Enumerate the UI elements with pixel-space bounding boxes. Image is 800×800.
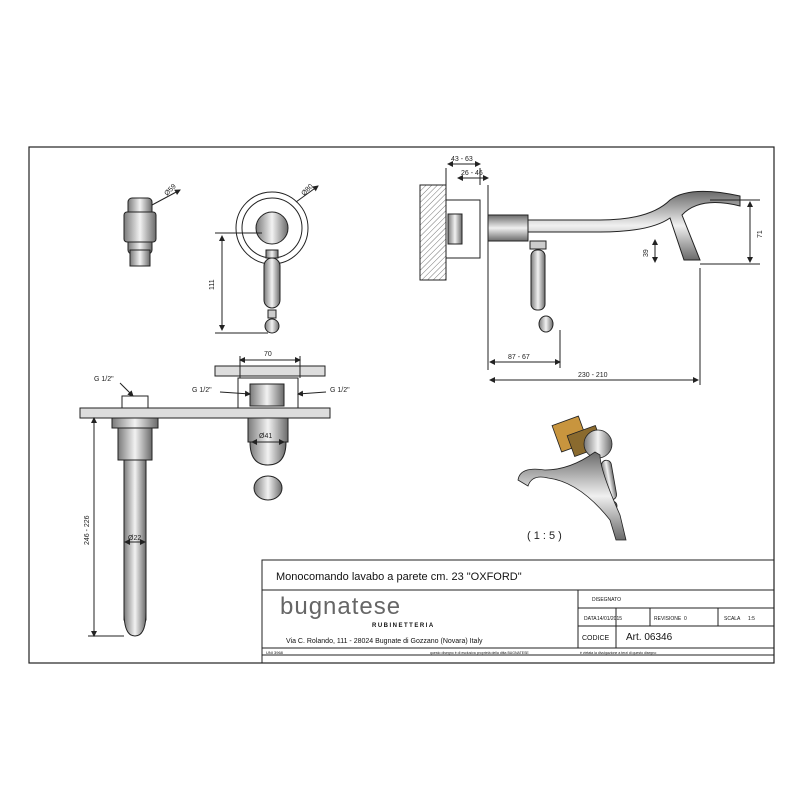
uni-label: UNI 3968 <box>266 650 284 655</box>
dim-39: 39 <box>643 249 650 257</box>
isometric-render <box>517 415 627 541</box>
footer-note-2: è vietata la divulgazione a terzi di que… <box>580 651 656 655</box>
dim-g-mid: G 1/2" <box>192 387 212 394</box>
side-knob-view <box>123 189 181 267</box>
scale-label: ( 1 : 5 ) <box>527 530 562 542</box>
title-block <box>261 559 775 664</box>
scala-value: 1:5 <box>748 616 755 622</box>
company-address: Via C. Rolando, 111 - 28024 Bugnate di G… <box>286 638 483 645</box>
dim-111: 111 <box>209 279 216 290</box>
data-label: DATA <box>584 616 597 622</box>
dim-230-210: 230 - 210 <box>578 372 608 379</box>
codice-label: CODICE <box>582 635 610 642</box>
front-knob-view <box>215 185 319 334</box>
dim-26-46: 26 - 46 <box>461 170 483 177</box>
dim-43-63: 43 - 63 <box>451 156 473 163</box>
codice-value: Art. 06346 <box>626 632 673 643</box>
dim-41: Ø41 <box>259 433 272 440</box>
scala-label: SCALA <box>724 616 741 622</box>
top-plan-view <box>79 356 331 637</box>
revisione-value: 0 <box>684 616 687 622</box>
dim-246-226: 246 - 226 <box>84 515 91 545</box>
brand-logo: bugnatese <box>280 593 401 620</box>
disegnato-label: DISEGNATO <box>592 597 621 603</box>
data-value: 14/01/2015 <box>597 616 622 622</box>
brand-subtitle: RUBINETTERIA <box>372 623 435 629</box>
dim-71: 71 <box>757 230 764 238</box>
dim-22: Ø22 <box>128 535 141 542</box>
revisione-label: REVISIONE <box>654 616 682 622</box>
drawing-title: Monocomando lavabo a parete cm. 23 "OXFO… <box>276 571 522 583</box>
dim-g-left: G 1/2" <box>94 376 114 383</box>
side-elevation-view <box>419 161 760 385</box>
dim-87-67: 87 - 67 <box>508 354 530 361</box>
dim-70: 70 <box>264 351 272 358</box>
dim-g-right: G 1/2" <box>330 387 350 394</box>
footer-note-1: questo disegno è di esclusiva proprietà … <box>430 651 529 655</box>
